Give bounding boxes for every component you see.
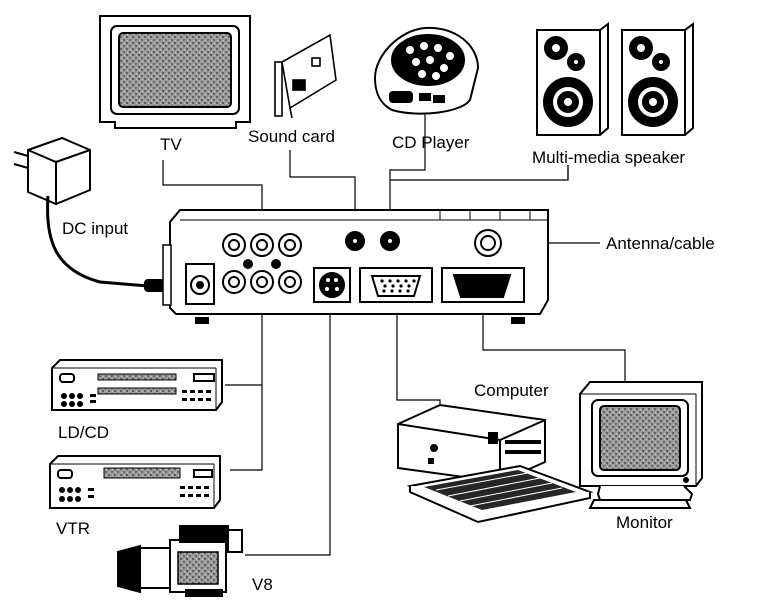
s-video-port: [313, 267, 351, 303]
antenna-jack: [474, 229, 502, 257]
tv-cable: [162, 160, 263, 232]
audio-jacks: [345, 231, 400, 251]
computer-label: Computer: [474, 381, 549, 400]
vtr-label: VTR: [56, 519, 90, 538]
dc-adapter-icon: [13, 136, 195, 292]
vga-out-port: [441, 267, 525, 303]
sound-card-icon: [274, 33, 337, 119]
v8-camcorder-icon: [117, 525, 243, 597]
computer-icon: [397, 403, 594, 524]
speaker-left-icon: [536, 22, 609, 136]
ld-cd-player-icon: [51, 359, 223, 411]
video-in-cable: [230, 298, 263, 471]
speaker-label: Multi-media speaker: [532, 148, 685, 167]
tv-label: TV: [160, 135, 182, 154]
dc-input-label: DC input: [62, 219, 128, 238]
antenna-cable-label: Antenna/cable: [606, 234, 715, 253]
speaker-cable: [390, 165, 569, 181]
sound-card-cable: [289, 150, 356, 230]
monitor-icon: [579, 381, 703, 509]
vtr-icon: [49, 455, 221, 509]
dc-jack: [185, 263, 215, 305]
speaker-right-icon: [621, 22, 694, 136]
vga-in-cable: [396, 302, 441, 408]
v8-label: V8: [252, 575, 273, 594]
cd-player-label: CD Player: [392, 133, 470, 152]
sound-card-label: Sound card: [248, 127, 335, 146]
cd-player-icon: [373, 26, 480, 115]
rca-jack-group: [222, 233, 302, 294]
v8-cable: [245, 298, 331, 556]
vga-out-cable: [482, 302, 626, 385]
tv-icon: [99, 15, 251, 129]
cd-player-cable: [389, 108, 426, 230]
ld-cd-label: LD/CD: [58, 423, 109, 442]
tv-box-unit: [162, 209, 549, 324]
monitor-label: Monitor: [616, 513, 673, 532]
vga-in-port: [359, 267, 433, 303]
